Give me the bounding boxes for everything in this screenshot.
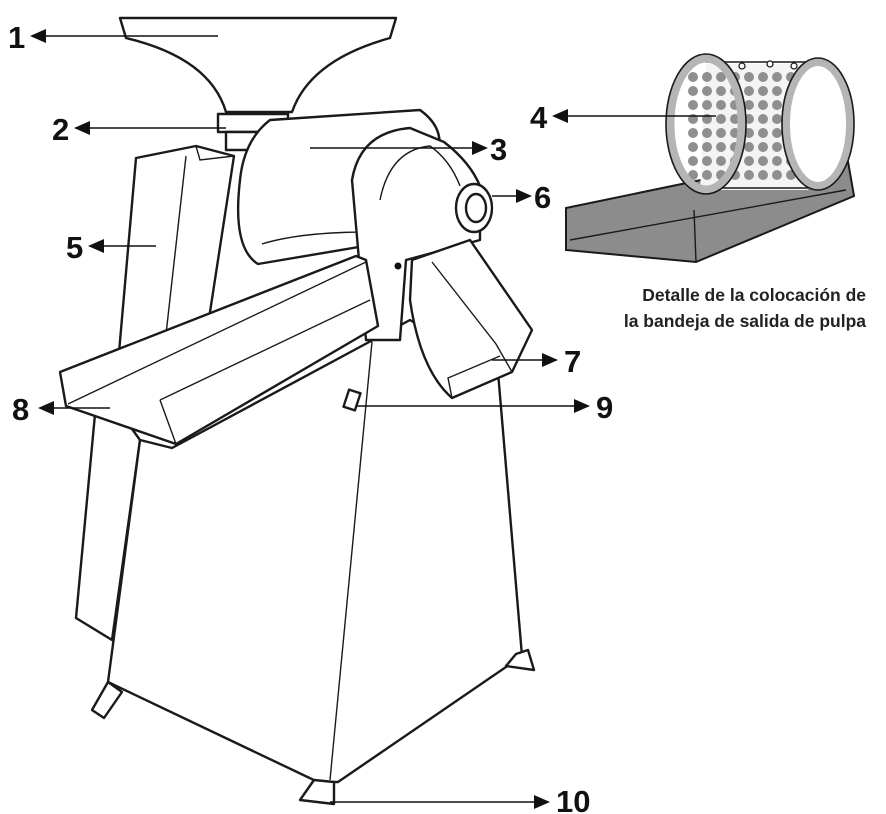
- detail-tray-rail: [569, 189, 847, 241]
- callout-2: 2: [52, 112, 226, 147]
- label-5: 5: [66, 230, 83, 265]
- label-2: 2: [52, 112, 69, 147]
- label-4: 4: [530, 100, 548, 135]
- label-10: 10: [556, 784, 590, 814]
- callout-3: 3: [310, 132, 507, 167]
- label-1: 1: [8, 20, 25, 55]
- rim-bolt: [766, 60, 774, 68]
- tray-placement-detail: [565, 53, 856, 264]
- pulper-machine: [58, 16, 536, 806]
- sieve-rim-left: [665, 53, 747, 195]
- shaft-end-inner: [464, 192, 488, 224]
- label-6: 6: [534, 180, 551, 215]
- stand-front-edge: [329, 341, 373, 781]
- detail-caption-line-1: Detalle de la colocación de: [642, 285, 866, 305]
- callout-5: 5: [66, 230, 156, 265]
- seed-chute-inner-edge: [163, 155, 187, 353]
- label-8: 8: [12, 392, 29, 427]
- foot-left: [90, 680, 124, 720]
- label-9: 9: [596, 390, 613, 425]
- foot-right: [504, 648, 536, 672]
- label-3: 3: [490, 132, 507, 167]
- sieve-rim-left-outline: [665, 53, 747, 195]
- seed-chute-lip: [195, 145, 235, 161]
- callout-1: 1: [8, 20, 218, 55]
- side-cover-inner: [379, 145, 461, 201]
- pulp-tray-floor-line: [67, 261, 367, 405]
- callout-9: 9: [356, 390, 613, 425]
- callout-7: 7: [492, 344, 581, 379]
- pulp-chute-lip: [447, 355, 501, 399]
- callout-8: 8: [12, 392, 110, 427]
- cover-screw: [394, 262, 402, 270]
- sieve-rim-right: [782, 58, 854, 190]
- detail-caption-line-2: la bandeja de salida de pulpa: [624, 311, 866, 331]
- callout-6: 6: [492, 180, 551, 215]
- feed-hopper: [118, 16, 398, 114]
- rim-bolt: [790, 62, 798, 70]
- pulp-chute-inner: [431, 261, 513, 373]
- label-7: 7: [564, 344, 581, 379]
- sieve-rim-right-outline: [781, 57, 855, 191]
- callout-10: 10: [330, 784, 590, 814]
- detail-tray-edge: [693, 209, 697, 263]
- pulp-tray-front-lip: [159, 399, 177, 445]
- pulp-tray: [58, 254, 380, 446]
- pulp-tray-back-lip: [159, 299, 371, 401]
- foot-front: [298, 778, 336, 806]
- callout-4: 4: [530, 100, 716, 135]
- seed-outlet-chute: [116, 144, 236, 366]
- rim-bolt: [738, 62, 746, 70]
